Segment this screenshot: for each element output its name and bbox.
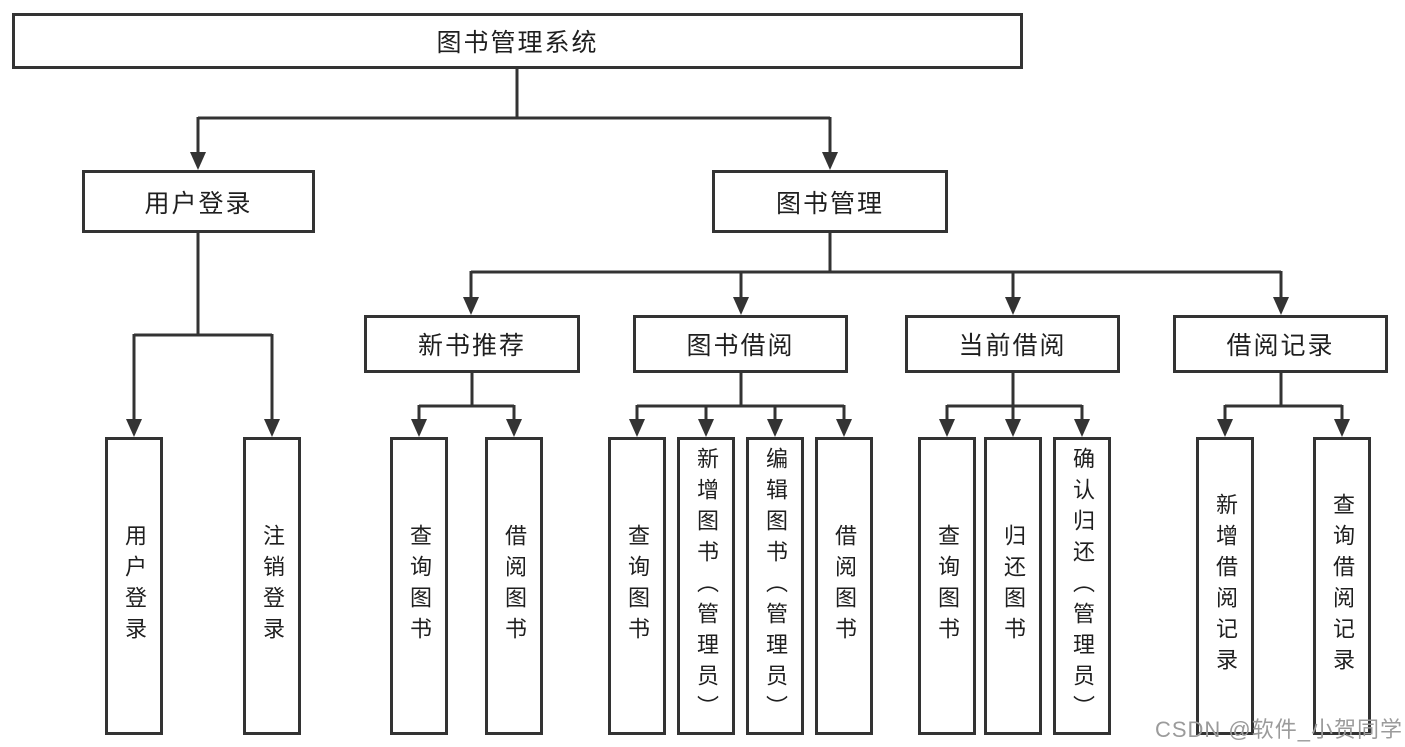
node-nb-query-books: 查询图书 (390, 437, 448, 735)
node-cb-return-books: 归还图书 (984, 437, 1042, 735)
node-br-query-record: 查询借阅记录 (1313, 437, 1371, 735)
node-new-book-recommend: 新书推荐 (364, 315, 580, 373)
node-current-borrow: 当前借阅 (905, 315, 1120, 373)
node-logout: 注销登录 (243, 437, 301, 735)
node-library-management-system: 图书管理系统 (12, 13, 1023, 69)
node-nb-borrow-books: 借阅图书 (485, 437, 543, 735)
node-borrow-records: 借阅记录 (1173, 315, 1388, 373)
csdn-watermark: CSDN @软件_小贺同学 (1154, 717, 1403, 742)
node-cb-query-books: 查询图书 (918, 437, 976, 735)
node-bb-edit-books-admin: 编辑图书（管理员） (746, 437, 804, 735)
node-book-management: 图书管理 (712, 170, 948, 233)
node-user-login-leaf: 用户登录 (105, 437, 163, 735)
node-br-add-record: 新增借阅记录 (1196, 437, 1254, 735)
node-cb-confirm-return-admin: 确认归还（管理员） (1053, 437, 1111, 735)
node-book-borrow: 图书借阅 (633, 315, 848, 373)
node-bb-add-books-admin: 新增图书（管理员） (677, 437, 735, 735)
node-bb-borrow-books: 借阅图书 (815, 437, 873, 735)
node-user-login: 用户登录 (82, 170, 315, 233)
node-bb-query-books: 查询图书 (608, 437, 666, 735)
